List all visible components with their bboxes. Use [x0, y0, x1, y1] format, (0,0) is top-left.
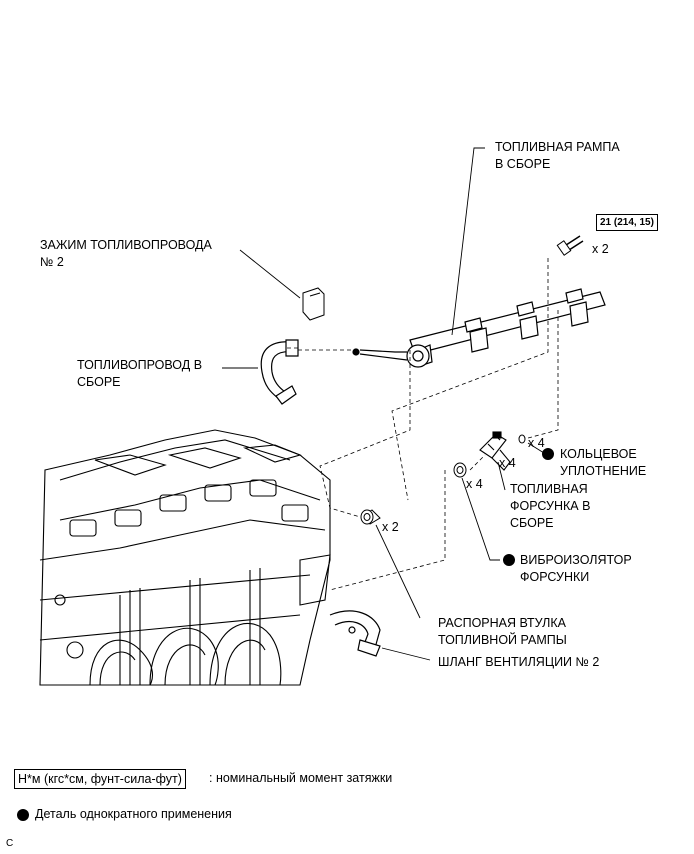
- o-ring: [518, 434, 526, 444]
- non-reusable-dot-insulator: [503, 554, 515, 566]
- torque-spec-box: 21 (214, 15): [596, 214, 658, 231]
- bolt: [556, 235, 584, 256]
- qty-injector: x 4: [499, 456, 516, 470]
- label-insulator: ВИБРОИЗОЛЯТОР ФОРСУНКИ: [520, 553, 632, 584]
- corner-code: C: [6, 838, 14, 849]
- label-fuel-rail: ТОПЛИВНАЯ РАМПА В СБОРЕ: [495, 140, 620, 171]
- qty-insulator: x 4: [466, 477, 483, 491]
- label-injector: ТОПЛИВНАЯ ФОРСУНКА В СБОРЕ: [510, 482, 591, 530]
- label-o-ring: КОЛЬЦЕВОЕ УПЛОТНЕНИЕ: [560, 447, 647, 478]
- ventilation-hose: [329, 610, 381, 657]
- qty-o-ring: x 4: [528, 436, 545, 450]
- legend-torque-box: Н*м (кгс*см, фунт-сила-фут): [14, 769, 186, 789]
- non-reusable-dot-o-ring: [542, 448, 554, 460]
- qty-bolt: x 2: [592, 242, 609, 256]
- label-fuel-pipe-clamp: ЗАЖИМ ТОПЛИВОПРОВОДА № 2: [40, 238, 212, 269]
- legend-non-reusable-dot: [17, 809, 29, 821]
- legend-non-reusable-text: Деталь однократного применения: [35, 807, 232, 821]
- fuel-pipe: [260, 339, 299, 405]
- injector-insulator: [453, 462, 467, 478]
- label-fuel-pipe: ТОПЛИВОПРОВОД В СБОРЕ: [77, 358, 203, 389]
- fuel-injector: [479, 431, 511, 471]
- label-spacer: РАСПОРНАЯ ВТУЛКА ТОПЛИВНОЙ РАМПЫ: [438, 616, 567, 647]
- engine-illustration: [39, 429, 331, 686]
- fuel-rail-spacer: [360, 509, 381, 525]
- label-ventilation-hose: ШЛАНГ ВЕНТИЛЯЦИИ № 2: [438, 655, 600, 669]
- assembly-dashed-lines: [286, 258, 559, 591]
- fuel-rail-assembly: [352, 288, 606, 368]
- leader-lines: [222, 147, 545, 661]
- legend-torque-text: : номинальный момент затяжки: [209, 771, 393, 785]
- fuel-pipe-clamp: [302, 287, 325, 321]
- qty-spacer: x 2: [382, 520, 399, 534]
